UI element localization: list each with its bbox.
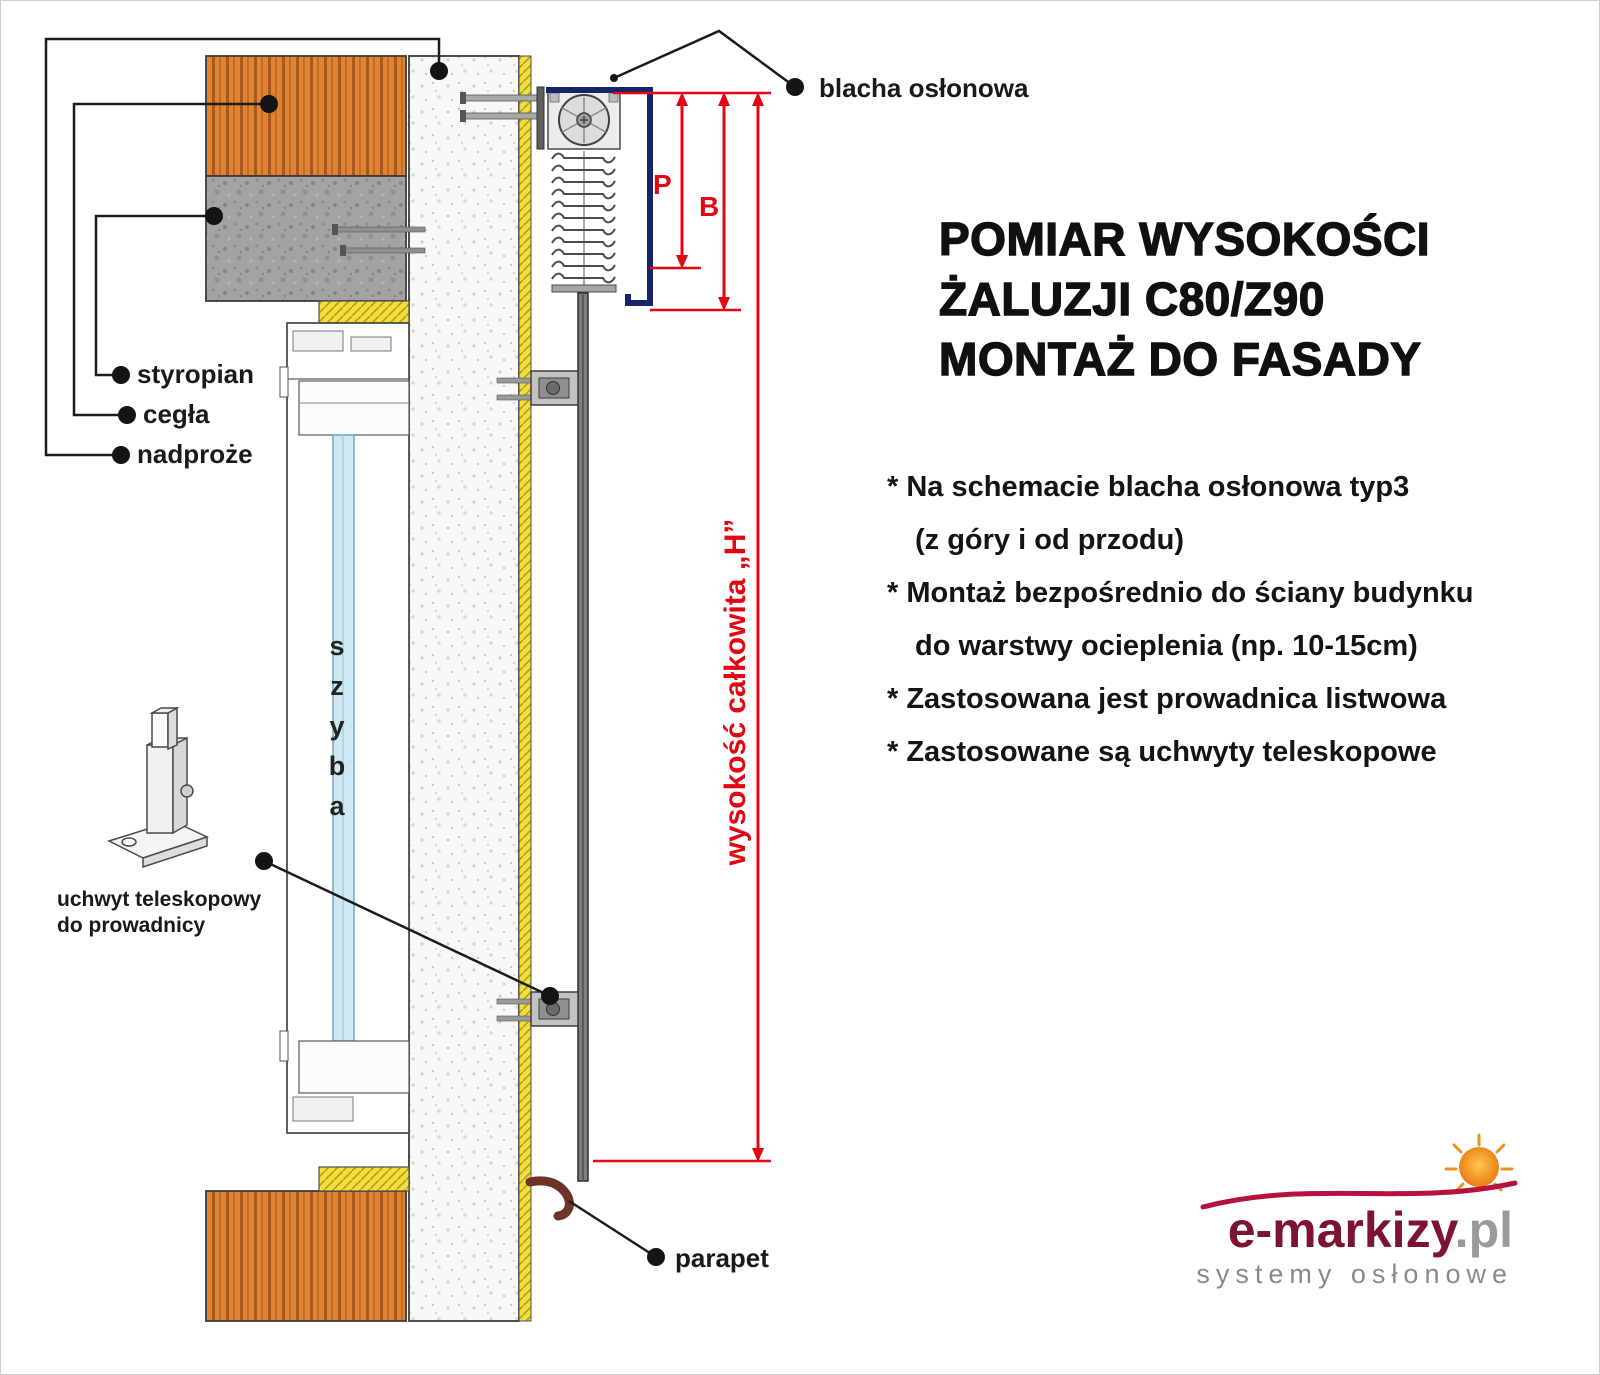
title-line2: ŻALUZJI C80/Z90 bbox=[938, 272, 1325, 325]
label-uchwyt: uchwyt teleskopowy do prowadnicy bbox=[57, 887, 261, 940]
insulation-strip-top bbox=[318, 300, 410, 324]
sun-icon bbox=[1444, 1133, 1514, 1192]
label-nadproze: nadproże bbox=[137, 439, 253, 469]
dimension-label-h: wysokość całkowita „H” bbox=[719, 518, 752, 866]
parapet-sill bbox=[525, 1176, 574, 1221]
callout-dots bbox=[112, 62, 804, 1266]
label-szyba: szyba bbox=[322, 631, 352, 831]
wall-stucco-layer bbox=[408, 55, 520, 1322]
label-uchwyt-line1: uchwyt teleskopowy bbox=[57, 888, 262, 911]
note-item-cont: do warstwy ocieplenia (np. 10-15cm) bbox=[915, 630, 1418, 662]
logo-tld: .pl bbox=[1454, 1202, 1513, 1258]
label-cegla: cegła bbox=[143, 399, 210, 429]
note-item-cont: (z góry i od przodu) bbox=[915, 524, 1185, 556]
brick-block-bottom bbox=[205, 1190, 407, 1322]
dimension-label-p: P bbox=[653, 169, 672, 200]
logo-swoosh bbox=[1200, 1180, 1518, 1210]
dimension-lines bbox=[593, 91, 771, 1163]
cover-plate bbox=[546, 87, 653, 306]
telescopic-bracket-drawing bbox=[107, 706, 210, 869]
logo-tagline: systemy osłonowe bbox=[1196, 1259, 1513, 1289]
dimension-arrowheads bbox=[676, 92, 764, 1162]
insulation-strip-bottom bbox=[318, 1166, 410, 1192]
note-item: * Zastosowana jest prowadnica listwowa bbox=[887, 683, 1447, 715]
concrete-lintel bbox=[205, 175, 426, 302]
note-item: * Na schemacie blacha osłonowa typ3 bbox=[887, 471, 1410, 503]
logo-wordmark: e-markizy.pl bbox=[1101, 1201, 1513, 1259]
blind-head-box bbox=[460, 86, 621, 150]
guide-rail bbox=[577, 292, 589, 1182]
callout-lines bbox=[44, 29, 796, 1259]
logo-brand: e-markizy bbox=[1227, 1202, 1455, 1258]
dimension-label-b: B bbox=[699, 191, 720, 222]
logo-graphic bbox=[1200, 1133, 1518, 1210]
note-item: * Montaż bezpośrednio do ściany budynku bbox=[887, 577, 1474, 609]
label-uchwyt-line2: do prowadnicy bbox=[57, 914, 206, 938]
window-frame bbox=[279, 322, 410, 1134]
title-line1: POMIAR WYSOKOŚCI bbox=[938, 212, 1431, 265]
slat-stack bbox=[551, 151, 617, 293]
section-diagram: e-markizy e-markizy e-markizy bbox=[44, 29, 804, 1322]
brick-block-top bbox=[205, 55, 407, 177]
title-line3: MONTAŻ DO FASADY bbox=[938, 332, 1422, 385]
note-item: * Zastosowane są uchwyty teleskopowe bbox=[887, 736, 1437, 768]
label-styropian: styropian bbox=[137, 359, 255, 389]
page-title: POMIAR WYSOKOŚCI ŻALUZJI C80/Z90 MONTAŻ … bbox=[938, 209, 1431, 389]
label-parapet: parapet bbox=[675, 1243, 769, 1273]
label-blacha-oslonowa: blacha osłonowa bbox=[819, 73, 1029, 103]
wall-adhesive-layer bbox=[518, 55, 532, 1322]
notes-list: * Na schemacie blacha osłonowa typ3 (z g… bbox=[887, 461, 1474, 779]
